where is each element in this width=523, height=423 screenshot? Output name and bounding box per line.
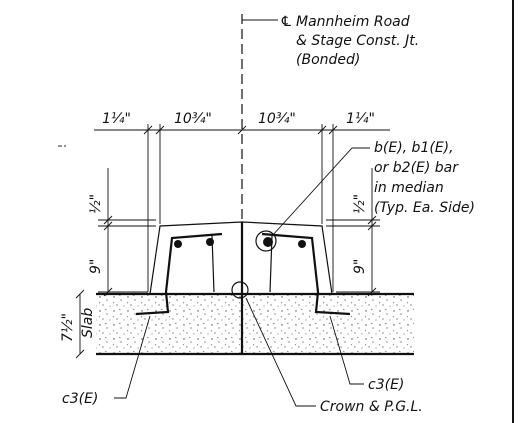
right-vertical-dims [326, 168, 380, 297]
bar-note-line4: (Typ. Ea. Side) [374, 200, 475, 216]
c3-left-label: c3(E) [62, 391, 98, 407]
top-dim-extensions [147, 124, 334, 292]
top-dim-line [94, 125, 390, 135]
dim-top-right-edge: 1¼" [346, 111, 375, 127]
crown-label: Crown & P.G.L. [320, 399, 423, 415]
dim-slab-word: Slab [80, 308, 96, 338]
left-vertical-dims [75, 168, 156, 359]
centerline-label-line2: & Stage Const. Jt. [296, 33, 419, 49]
leaders [114, 147, 370, 407]
centerline-label-line3: (Bonded) [296, 52, 360, 68]
median-barrier [149, 221, 333, 295]
dim-top-left-mid: 10¾" [174, 111, 212, 127]
c3-right-label: c3(E) [368, 377, 404, 393]
dim-top-right-mid: 10¾" [258, 111, 296, 127]
bar-note-line1: b(E), b1(E), [374, 140, 454, 156]
bar-callout-circle [255, 230, 277, 252]
centerline-label-line1: Mannheim Road [296, 14, 410, 30]
crown-marker [231, 281, 249, 299]
dim-right-half: ½" [352, 194, 368, 214]
centerline-symbol: ℄ [280, 14, 293, 30]
right-rebar [255, 230, 351, 316]
slab [96, 294, 414, 354]
dim-slab-thickness: 7½" [60, 313, 76, 342]
bar-note-line2: or b2(E) bar [374, 160, 459, 176]
dim-left-height: 9" [88, 259, 104, 274]
dim-left-half: ½" [88, 194, 104, 214]
bar-note-line3: in median [374, 180, 444, 196]
dim-top-left-edge: 1¼" [102, 111, 131, 127]
left-rebar [135, 232, 223, 316]
dim-right-height: 9" [352, 259, 368, 274]
